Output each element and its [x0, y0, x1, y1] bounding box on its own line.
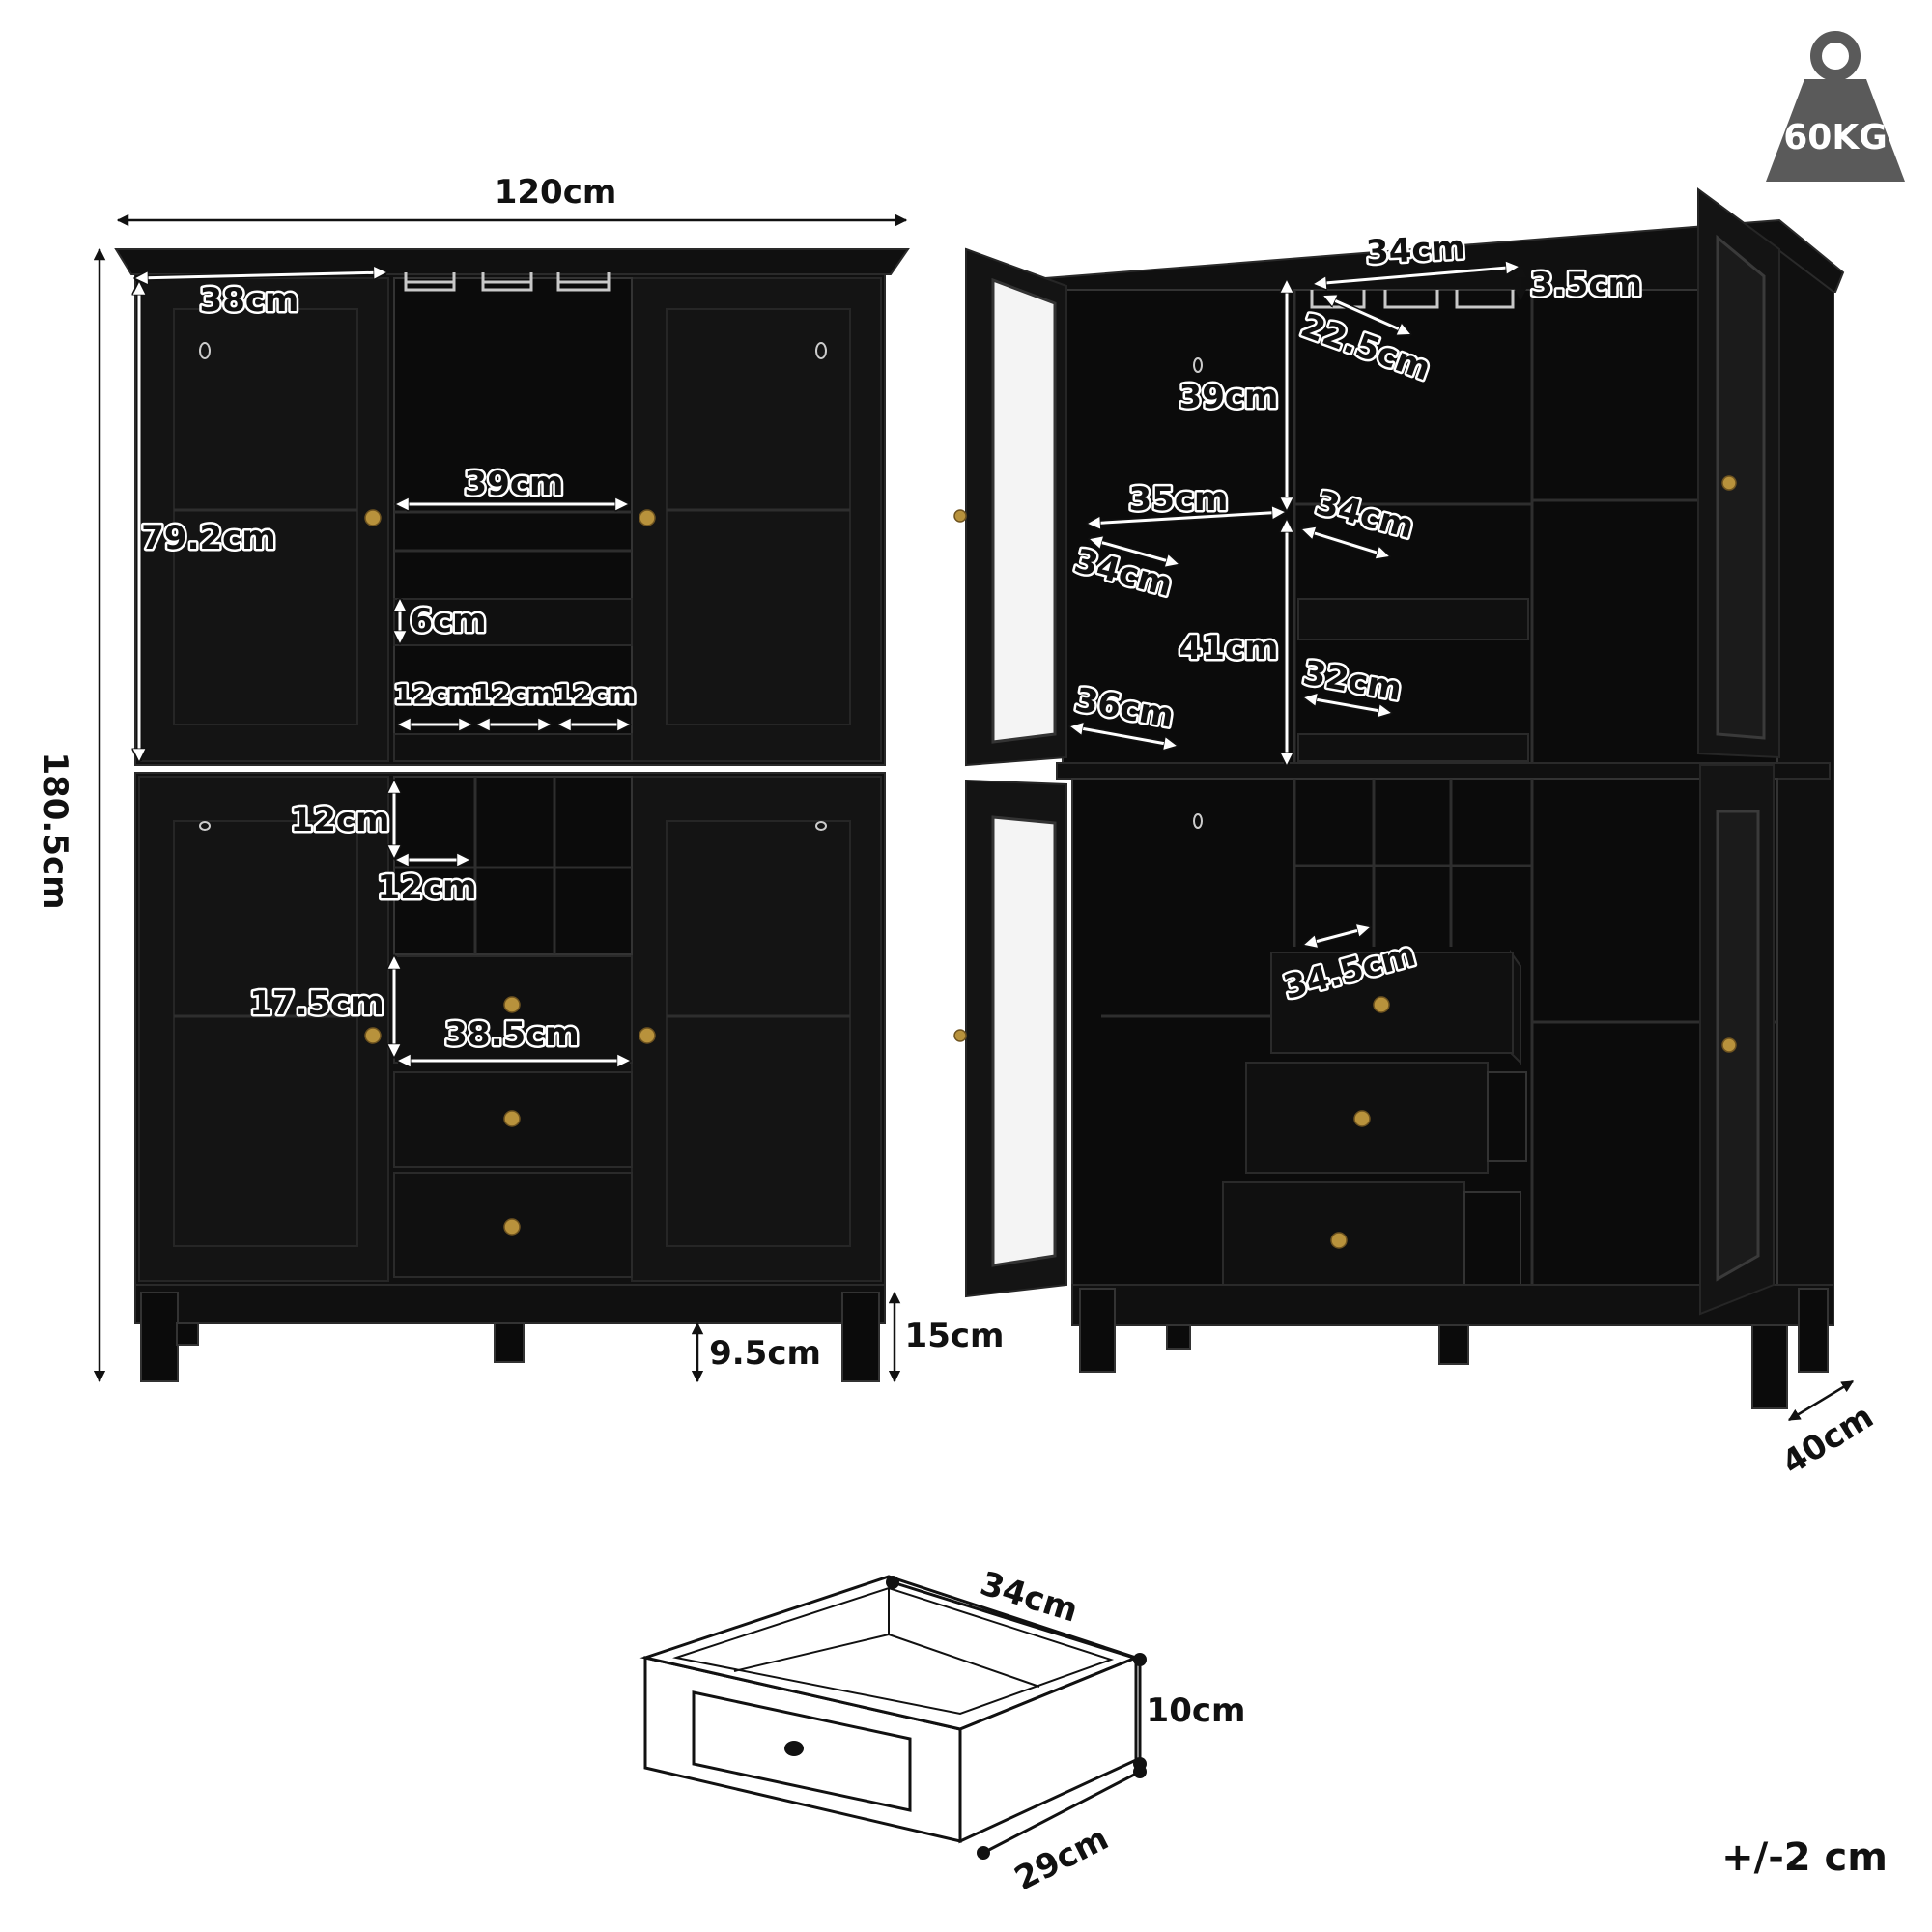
- leg: [1079, 1288, 1116, 1373]
- weight-badge: 60KG: [1766, 31, 1905, 182]
- lower-left-glass: [173, 820, 358, 1247]
- leg: [841, 1292, 880, 1382]
- knob: [1330, 1232, 1348, 1249]
- glass-hanger: [404, 272, 611, 292]
- upper-width-label: 35cm: [1129, 480, 1229, 519]
- base: [134, 1284, 886, 1324]
- drawer-detail: 34cm 10cm 29cm: [639, 1564, 1246, 1898]
- knob: [503, 1218, 521, 1236]
- upper-left-glass: [173, 308, 358, 725]
- knob: [639, 509, 656, 526]
- leg: [176, 1322, 199, 1346]
- tray: [1297, 598, 1529, 640]
- front-dimensions: 120cm 180.5cm 38cm 79.2cm 39cm 6cm 12cm …: [36, 173, 1005, 1383]
- drawer-height-detail-label: 10cm: [1147, 1691, 1246, 1730]
- rack-shelf: [1297, 733, 1529, 762]
- upper-height-label: 39cm: [1179, 378, 1279, 416]
- weight-label: 60KG: [1783, 118, 1888, 157]
- overall-height-label: 180.5cm: [36, 752, 74, 909]
- weight-icon: [1766, 31, 1905, 182]
- knob: [1353, 1110, 1371, 1127]
- leg: [140, 1292, 179, 1382]
- knob: [364, 509, 382, 526]
- cube-height-label: 12cm: [291, 801, 390, 839]
- upper-door-height-label: 79.2cm: [141, 519, 275, 557]
- leg: [1751, 1324, 1788, 1409]
- drawer-knob: [784, 1741, 804, 1756]
- front-view-cabinet: [114, 248, 910, 1382]
- leg: [1438, 1324, 1469, 1365]
- rack-shelf: [393, 733, 633, 762]
- upper-center-open: [393, 277, 633, 762]
- side-panel: [1776, 246, 1834, 1324]
- cube-width-label: 12cm: [378, 868, 477, 907]
- lower-right-glass: [666, 820, 851, 1247]
- rack-slot-label: 12cm: [394, 678, 476, 710]
- knob: [503, 1110, 521, 1127]
- lower-right-door-glass: [1716, 810, 1760, 1282]
- door-width-label: 38cm: [200, 281, 299, 320]
- knob: [503, 996, 521, 1013]
- wine-cubbies: [393, 776, 633, 955]
- glass-rack-height-label: 3.5cm: [1530, 266, 1642, 304]
- lower-height-label: 41cm: [1179, 629, 1279, 668]
- upper-right-door-glass: [1716, 234, 1766, 740]
- knob: [364, 1027, 382, 1044]
- leg: [1798, 1288, 1829, 1373]
- drawer-height-label: 17.5cm: [249, 984, 384, 1023]
- drawer-width-label: 38.5cm: [444, 1015, 579, 1054]
- tray-height-label: 6cm: [410, 602, 486, 640]
- leg: [494, 1322, 525, 1363]
- overall-depth-label: 40cm: [1776, 1397, 1880, 1482]
- overall-width-label: 120cm: [495, 173, 617, 212]
- leg-height-label: 9.5cm: [709, 1334, 821, 1373]
- glass-rack-width-label: 34cm: [1365, 228, 1466, 271]
- door-width-arrow: [135, 272, 386, 278]
- base-height-label: 15cm: [905, 1317, 1005, 1355]
- rack-slot-label: 12cm: [554, 678, 637, 710]
- drawer-1: [1270, 952, 1514, 1054]
- tolerance-note: +/-2 cm: [1721, 1835, 1888, 1880]
- upper-shelf-width-label: 39cm: [465, 465, 564, 503]
- lower-left-door-glass: [991, 815, 1057, 1267]
- upper-left-door-glass: [991, 277, 1057, 744]
- rack-slot-label: 12cm: [473, 678, 555, 710]
- knob: [1373, 996, 1390, 1013]
- upper-right-glass: [666, 308, 851, 725]
- leg: [1166, 1324, 1191, 1350]
- crown-top: [114, 248, 910, 275]
- knob: [639, 1027, 656, 1044]
